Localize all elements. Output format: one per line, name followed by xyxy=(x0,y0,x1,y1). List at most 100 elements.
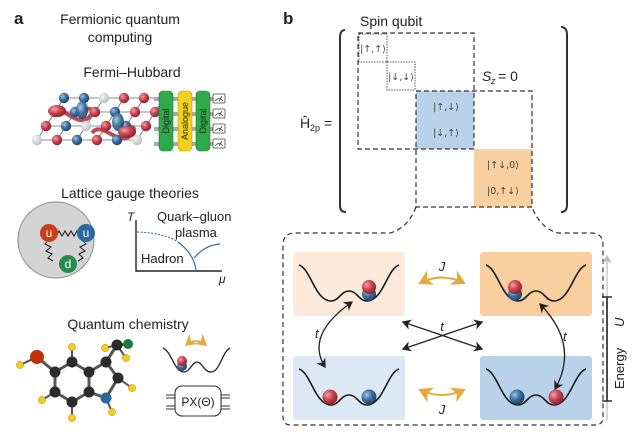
matrix-left-bracket xyxy=(339,29,347,213)
sz-equals-zero: = 0 xyxy=(498,68,518,84)
carbon-atom xyxy=(83,366,95,378)
molecule-illustration xyxy=(16,339,136,422)
carbon-atom xyxy=(112,372,124,384)
px-gate-label: PX(Θ) xyxy=(181,395,214,409)
hopping-t-left: t xyxy=(315,326,320,341)
hadron-label: Hadron xyxy=(141,251,184,266)
sz0-subspace xyxy=(415,90,533,208)
coupling-j-bottom: J xyxy=(438,402,446,417)
chlorine-atom xyxy=(123,339,133,349)
ket-zero-double: |0,↑↓⟩ xyxy=(487,186,519,197)
spin-up-site xyxy=(89,106,101,118)
ket-updown: |↑,↓⟩ xyxy=(433,102,459,113)
zoom-callout-outline xyxy=(282,206,604,426)
hybrid-circuit: Digital Analogue Digital xyxy=(154,90,226,152)
sz0-singly-occupied-block xyxy=(416,91,474,149)
spin-up-orbital xyxy=(48,105,66,117)
temperature-axis-label: T xyxy=(127,210,136,224)
hopping-t-right: t xyxy=(563,329,568,344)
spin-up-site xyxy=(118,92,130,104)
digital-block-2-label: Digital xyxy=(198,108,208,133)
chemical-potential-axis-label: μ xyxy=(218,272,226,286)
sz-label: S z = 0 xyxy=(482,68,518,86)
digital-block-1-label: Digital xyxy=(161,108,171,133)
coupling-j-top: J xyxy=(438,259,446,274)
carbon-atom xyxy=(66,356,78,368)
hydrogen-atom xyxy=(68,414,76,422)
crossover-line xyxy=(136,231,179,243)
hopping-arrow-right xyxy=(539,303,566,391)
hydrogen-atom xyxy=(108,408,116,416)
quark-u1-label: u xyxy=(46,226,53,240)
hopping-arrow-left xyxy=(316,301,354,369)
sz-subscript: z xyxy=(490,76,496,86)
hydrogen-atom xyxy=(101,344,109,352)
quark-d xyxy=(59,255,77,273)
px-gate: PX(Θ) xyxy=(166,385,230,417)
meson-baryon-illustration: u u d xyxy=(17,201,95,279)
meter-icon xyxy=(212,93,226,149)
spin-up-site xyxy=(149,106,161,118)
quark-u2 xyxy=(77,224,95,242)
panel-b-label: b xyxy=(283,9,293,28)
spin-up-site xyxy=(138,92,150,104)
double-well-bottom-right xyxy=(485,368,587,406)
fermi-hubbard-title: Fermi–Hubbard xyxy=(83,64,180,80)
empty-site xyxy=(131,134,143,146)
quark-d-label: d xyxy=(65,257,72,271)
digital-block-2 xyxy=(195,90,211,152)
hydrogen-atom xyxy=(38,396,46,404)
spin-down-fermion xyxy=(509,389,525,405)
spin-qubit-label: Spin qubit xyxy=(360,13,422,29)
doubly-occupied-block xyxy=(474,149,532,207)
spin-up-fermion xyxy=(362,280,376,294)
spin-down-site xyxy=(58,92,70,104)
oxygen-atom xyxy=(30,350,44,364)
quark-gluon-label: Quark–gluon xyxy=(157,209,231,224)
quantum-chemistry-title: Quantum chemistry xyxy=(67,316,188,332)
analogue-block xyxy=(177,90,193,152)
state-box-double-left xyxy=(293,252,405,316)
carbon-atom xyxy=(100,356,112,368)
spin-up-site xyxy=(91,134,103,146)
double-well-chemistry xyxy=(162,334,231,373)
quark-u1 xyxy=(40,224,58,242)
empty-site xyxy=(31,134,43,146)
spin-down-site xyxy=(111,134,123,146)
panel-a-title-line2: computing xyxy=(88,29,153,45)
ket-double-zero: |↑↓,0⟩ xyxy=(487,160,519,171)
carbon-atom xyxy=(49,386,61,398)
hydrogen-atom xyxy=(128,384,136,392)
spin-down-site xyxy=(71,134,83,146)
lattice-gauge-title: Lattice gauge theories xyxy=(61,185,199,201)
matrix-right-bracket xyxy=(560,26,568,213)
hamiltonian-symbol: Ĥ xyxy=(300,115,310,131)
double-well-top-left xyxy=(298,264,400,302)
downdown-block xyxy=(386,61,416,91)
spin-down-fermion xyxy=(361,389,377,405)
analogue-block-label: Analogue xyxy=(180,102,190,140)
ket-upup: |↑,↑⟩ xyxy=(360,44,386,55)
equals-sign: = xyxy=(324,115,332,131)
spin-up-fermion xyxy=(322,389,338,405)
empty-site xyxy=(98,92,110,104)
carbon-atom xyxy=(111,339,123,351)
carbon-atom xyxy=(49,366,61,378)
carbon-atom xyxy=(83,386,95,398)
double-well-potentials xyxy=(298,264,587,406)
interaction-u-label: U xyxy=(612,317,627,327)
hopping-arrow-diagonal-2 xyxy=(401,319,484,352)
hamiltonian-subscript: 2p xyxy=(310,123,320,133)
hamiltonian-label: Ĥ 2p = xyxy=(300,115,332,133)
spin-up-site xyxy=(51,134,63,146)
state-box-double-right xyxy=(480,252,592,316)
exchange-arrow xyxy=(184,334,208,346)
hydrogen-atom xyxy=(16,361,24,369)
spin-up-fermion xyxy=(508,280,522,294)
spin-up-fermion xyxy=(548,389,564,405)
carbon-atom xyxy=(66,396,78,408)
plasma-label: plasma xyxy=(175,225,218,240)
spin-down-orbital xyxy=(112,113,124,131)
state-box-downup xyxy=(480,356,592,420)
